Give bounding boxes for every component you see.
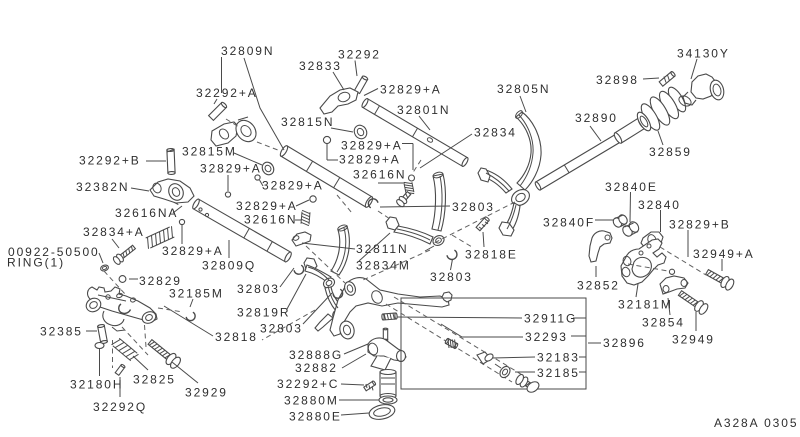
svg-text:32829+A: 32829+A — [236, 199, 298, 213]
svg-text:32803: 32803 — [452, 200, 495, 214]
svg-text:32292+B: 32292+B — [79, 154, 141, 168]
svg-text:32292Q: 32292Q — [93, 400, 147, 414]
svg-text:32829: 32829 — [139, 274, 182, 288]
svg-text:32825: 32825 — [133, 373, 176, 387]
svg-text:32292+C: 32292+C — [277, 377, 339, 391]
svg-text:34130Y: 34130Y — [677, 47, 730, 61]
svg-text:32859: 32859 — [649, 145, 692, 159]
svg-text:32829+A: 32829+A — [339, 153, 401, 167]
svg-text:32888G: 32888G — [289, 348, 343, 362]
svg-text:32801N: 32801N — [397, 103, 450, 117]
svg-text:32815N: 32815N — [281, 115, 334, 129]
svg-text:32834: 32834 — [474, 126, 517, 140]
svg-text:32896: 32896 — [603, 336, 646, 350]
svg-text:32293: 32293 — [525, 330, 568, 344]
svg-text:32890: 32890 — [575, 111, 618, 125]
svg-text:32818: 32818 — [215, 330, 258, 344]
svg-text:32880E: 32880E — [289, 410, 342, 424]
svg-text:32829+A: 32829+A — [200, 162, 262, 176]
svg-text:32949: 32949 — [672, 333, 715, 347]
svg-text:32840F: 32840F — [543, 216, 595, 230]
svg-text:32834+A: 32834+A — [83, 225, 145, 239]
svg-text:A328A 0305: A328A 0305 — [714, 416, 798, 430]
svg-text:32929: 32929 — [185, 386, 228, 400]
svg-text:32616NA: 32616NA — [115, 206, 178, 220]
svg-text:32949+A: 32949+A — [693, 247, 755, 261]
svg-text:32829+A: 32829+A — [262, 179, 324, 193]
svg-text:32805N: 32805N — [497, 82, 550, 96]
svg-text:32854: 32854 — [642, 316, 685, 330]
svg-text:00922-50500: 00922-50500 — [8, 245, 100, 259]
svg-text:32840E: 32840E — [605, 180, 658, 194]
svg-text:32803: 32803 — [260, 322, 303, 336]
svg-text:32818E: 32818E — [465, 248, 518, 262]
svg-text:32829+A: 32829+A — [341, 139, 403, 153]
svg-text:32829+B: 32829+B — [669, 218, 731, 232]
svg-text:32852: 32852 — [577, 279, 620, 293]
svg-text:32292+A: 32292+A — [196, 86, 258, 100]
svg-text:32880M: 32880M — [284, 394, 339, 408]
svg-text:32183: 32183 — [537, 351, 580, 365]
svg-text:32180H: 32180H — [70, 378, 123, 392]
svg-text:32616N: 32616N — [244, 213, 297, 227]
svg-text:32911G: 32911G — [524, 312, 577, 326]
svg-text:32815M: 32815M — [182, 145, 237, 159]
svg-text:32809Q: 32809Q — [202, 259, 256, 273]
svg-text:32185M: 32185M — [169, 287, 224, 301]
svg-text:32181M: 32181M — [618, 298, 673, 312]
svg-text:32882: 32882 — [295, 361, 338, 375]
svg-text:32811N: 32811N — [356, 242, 409, 256]
svg-text:32809N: 32809N — [221, 44, 274, 58]
svg-text:32898: 32898 — [596, 73, 639, 87]
svg-text:32382N: 32382N — [76, 180, 129, 194]
svg-text:32803: 32803 — [430, 270, 473, 284]
svg-text:32385: 32385 — [40, 325, 83, 339]
svg-text:32833: 32833 — [299, 59, 342, 73]
svg-text:32829+A: 32829+A — [162, 244, 224, 258]
svg-text:32834M: 32834M — [356, 259, 411, 273]
svg-text:32616N: 32616N — [353, 168, 406, 182]
svg-text:32185: 32185 — [537, 366, 580, 380]
svg-text:32829+A: 32829+A — [380, 83, 442, 97]
svg-text:32292: 32292 — [338, 48, 381, 62]
svg-text:RING(1): RING(1) — [7, 256, 65, 270]
svg-text:32819R: 32819R — [237, 306, 290, 320]
svg-text:32803: 32803 — [237, 282, 280, 296]
svg-text:32840: 32840 — [638, 198, 681, 212]
